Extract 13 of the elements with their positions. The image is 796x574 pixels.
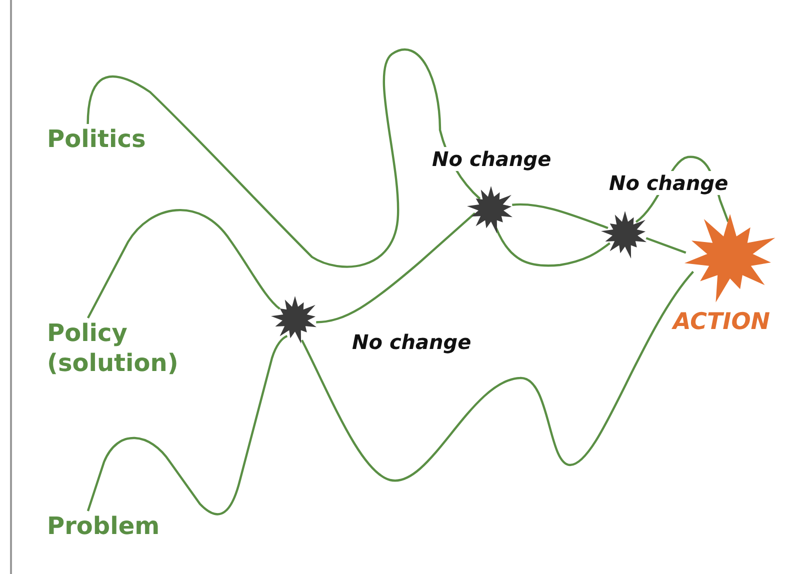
stream-line — [512, 203, 608, 230]
stream-line — [86, 48, 481, 268]
stream-line — [86, 209, 281, 319]
stream-label: Politics — [47, 124, 146, 154]
stream-line — [495, 227, 610, 267]
burst-label: No change — [430, 147, 554, 171]
stream-label: Policy (solution) — [47, 318, 180, 378]
burst-label: No change — [607, 171, 730, 195]
stream-line — [316, 212, 476, 324]
stream-label: Problem — [47, 511, 160, 541]
stream-line — [300, 270, 694, 482]
stream-line — [646, 237, 686, 254]
stream-line — [86, 335, 288, 516]
